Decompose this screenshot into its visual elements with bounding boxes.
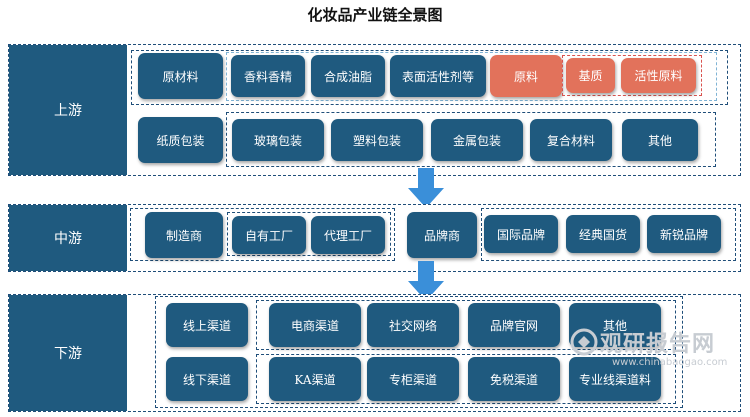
down-arrow-icon — [408, 261, 444, 301]
brand-item: 国际品牌 — [484, 215, 558, 253]
raw-ingredient-subgroup — [562, 55, 702, 96]
base-material-box: 基质 — [566, 58, 615, 93]
raw-materials-items-group — [226, 52, 717, 101]
online-channel-item: 电商渠道 — [269, 303, 361, 347]
upstream-label: 上游 — [9, 45, 127, 175]
downstream-label: 下游 — [9, 295, 127, 411]
packaging-item: 复合材料 — [530, 119, 612, 161]
offline-channel-item: KA渠道 — [269, 357, 361, 401]
watermark-text: 观研报告网 — [600, 332, 716, 357]
manufacturer-item: 自有工厂 — [232, 216, 306, 254]
online-channel-item: 社交网络 — [367, 303, 459, 347]
packaging-item: 塑料包装 — [331, 119, 423, 161]
manufacturers-category: 制造商 — [145, 212, 223, 258]
page-title: 化妆品产业链全景图 — [307, 6, 443, 24]
manufacturers-group — [130, 208, 395, 261]
online-items-group — [256, 300, 676, 350]
offline-channel-item: 专柜渠道 — [367, 357, 459, 401]
offline-channel-item: 免税渠道 — [468, 357, 560, 401]
brands-category: 品牌商 — [407, 212, 477, 258]
raw-material-item: 香料香精 — [231, 55, 305, 97]
raw-material-item: 合成油脂 — [311, 55, 385, 97]
offline-channel-item: 专业线渠道料 — [569, 357, 661, 401]
packaging-items-group — [226, 112, 716, 167]
brand-item: 经典国货 — [566, 215, 640, 253]
packaging-category: 纸质包装 — [138, 117, 223, 163]
packaging-item: 金属包装 — [431, 119, 523, 161]
active-ingredient-box: 活性原料 — [621, 58, 696, 93]
offline-items-group — [256, 354, 676, 404]
raw-material-item: 表面活性剂等 — [390, 55, 486, 97]
manufacturer-item: 代理工厂 — [311, 216, 385, 254]
online-channels-category: 线上渠道 — [166, 303, 248, 347]
packaging-item: 玻璃包装 — [232, 119, 324, 161]
raw-materials-category: 原材料 — [138, 53, 223, 99]
raw-ingredient-box: 原料 — [490, 55, 562, 97]
midstream-label: 中游 — [9, 205, 127, 271]
packaging-item: 其他 — [622, 119, 698, 161]
brand-items-group — [481, 208, 736, 261]
brand-item: 新锐品牌 — [647, 215, 721, 253]
online-channel-item: 品牌官网 — [468, 303, 560, 347]
raw-materials-group — [131, 50, 728, 105]
offline-channels-category: 线下渠道 — [166, 357, 248, 401]
down-arrow-icon — [408, 168, 444, 208]
watermark-url: www.chinabaogao.com — [612, 357, 728, 368]
watermark: 观研报告网 www.chinabaogao.com — [566, 322, 746, 382]
watermark-logo-icon — [570, 328, 598, 356]
manufacturer-items-group — [227, 212, 391, 256]
downstream-channels-group — [155, 296, 683, 408]
